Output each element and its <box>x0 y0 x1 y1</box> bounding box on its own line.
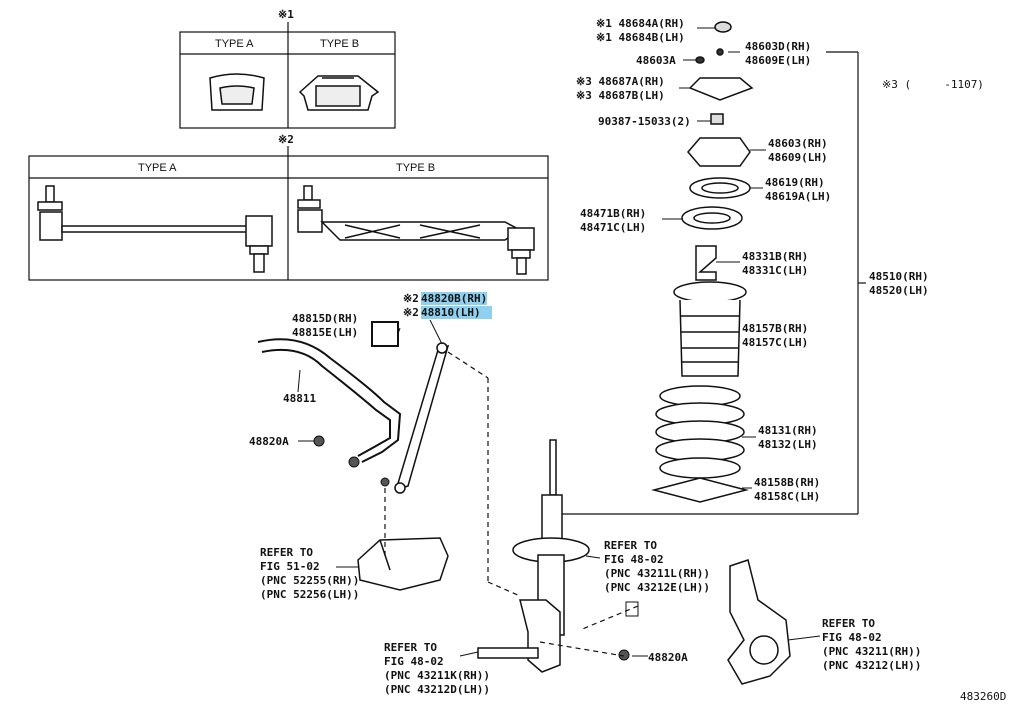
refer-4-line-2[interactable]: FIG 48-02 <box>822 631 882 644</box>
table-2-header-type-a: TYPE A <box>138 162 177 174</box>
production-note: ※3 ( -1107) <box>882 78 984 91</box>
diagram-id: 483260D <box>960 690 1007 703</box>
part-label-48687a[interactable]: ※3 48687A(RH) <box>576 75 665 88</box>
part-label-48331c[interactable]: 48331C(LH) <box>742 264 809 277</box>
part-label-48603d[interactable]: 48603D(RH) <box>745 40 812 53</box>
part-label-48471c[interactable]: 48471C(LH) <box>580 221 647 234</box>
refer-2-line-1[interactable]: REFER TO <box>604 539 657 552</box>
stabilizer-link-type-b-drawing <box>297 185 535 275</box>
table-1-mark: ※1 <box>278 8 294 21</box>
part-label-48132[interactable]: 48132(LH) <box>758 438 818 451</box>
part-label-48158c[interactable]: 48158C(LH) <box>754 490 821 503</box>
part-label-48815e[interactable]: 48815E(LH) <box>292 326 359 339</box>
table-1 <box>179 22 396 129</box>
part-label-48331b[interactable]: 48331B(RH) <box>742 250 809 263</box>
part-label-48157c[interactable]: 48157C(LH) <box>742 336 809 349</box>
steering-knuckle <box>727 559 791 685</box>
table-1-header-type-b: TYPE B <box>320 38 360 50</box>
refer-4-line-4: (PNC 43212(LH)) <box>822 659 922 672</box>
stabilizer-bar <box>257 321 402 463</box>
part-label-48158b[interactable]: 48158B(RH) <box>754 476 821 489</box>
refer-1-line-1[interactable]: REFER TO <box>260 546 313 559</box>
part-label-48810[interactable]: 48810(LH) <box>421 306 492 319</box>
part-label-48603a[interactable]: 48603A <box>636 54 676 67</box>
part-label-90387[interactable]: 90387-15033(2) <box>598 115 691 128</box>
refer-4-line-3: (PNC 43211(RH)) <box>822 645 922 658</box>
assembly-guides <box>384 351 639 657</box>
part-label-48603[interactable]: 48603(RH) <box>768 137 828 150</box>
strut-mount-stack <box>651 21 754 503</box>
part-label-48820b[interactable]: 48820B(RH) <box>421 292 488 305</box>
body-bracket <box>357 537 449 591</box>
leader-lines <box>297 27 821 657</box>
refer-3-line-2[interactable]: FIG 48-02 <box>384 655 444 668</box>
refer-1-line-3: (PNC 52255(RH)) <box>260 574 360 587</box>
part-label-48471b[interactable]: 48471B(RH) <box>580 207 647 220</box>
table-2 <box>28 146 549 281</box>
part-mark-48810: ※2 <box>403 306 419 319</box>
part-label-48609e[interactable]: 48609E(LH) <box>745 54 812 67</box>
refer-2-line-4: (PNC 43212E(LH)) <box>604 581 710 594</box>
part-label-48510[interactable]: 48510(RH) <box>869 270 929 283</box>
part-label-48619a[interactable]: 48619A(LH) <box>765 190 832 203</box>
refer-3-line-1[interactable]: REFER TO <box>384 641 437 654</box>
assembly-bracket <box>562 51 866 515</box>
part-label-48684a[interactable]: ※1 48684A(RH) <box>596 17 685 30</box>
refer-3-line-3: (PNC 43211K(RH)) <box>384 669 490 682</box>
part-label-48619[interactable]: 48619(RH) <box>765 176 825 189</box>
part-label-48131[interactable]: 48131(RH) <box>758 424 818 437</box>
refer-1-line-2[interactable]: FIG 51-02 <box>260 560 320 573</box>
part-label-48820a-left[interactable]: 48820A <box>249 435 289 448</box>
refer-2-line-2[interactable]: FIG 48-02 <box>604 553 664 566</box>
refer-2-line-3: (PNC 43211L(RH)) <box>604 567 710 580</box>
refer-3-line-4: (PNC 43212D(LH)) <box>384 683 490 696</box>
table-1-header-type-a: TYPE A <box>215 38 254 50</box>
bushing-type-a-drawing <box>209 73 265 111</box>
table-2-mark: ※2 <box>278 133 294 146</box>
refer-4-line-1[interactable]: REFER TO <box>822 617 875 630</box>
part-mark-48820b: ※2 <box>403 292 419 305</box>
nuts <box>313 435 639 661</box>
strut-shock-absorber <box>477 439 590 673</box>
stabilizer-link <box>394 342 450 494</box>
part-label-48157b[interactable]: 48157B(RH) <box>742 322 809 335</box>
part-label-48684b[interactable]: ※1 48684B(LH) <box>596 31 685 44</box>
part-label-48609[interactable]: 48609(LH) <box>768 151 828 164</box>
part-label-48520[interactable]: 48520(LH) <box>869 284 929 297</box>
part-label-48811[interactable]: 48811 <box>283 392 317 405</box>
bushing-type-b-drawing <box>298 75 380 111</box>
refer-1-line-4: (PNC 52256(LH)) <box>260 588 360 601</box>
stabilizer-link-type-a-drawing <box>37 185 273 273</box>
part-label-48820a-bottom[interactable]: 48820A <box>648 651 688 664</box>
table-2-header-type-b: TYPE B <box>396 162 436 174</box>
part-label-48687b[interactable]: ※3 48687B(LH) <box>576 89 665 102</box>
part-label-48815d[interactable]: 48815D(RH) <box>292 312 359 325</box>
